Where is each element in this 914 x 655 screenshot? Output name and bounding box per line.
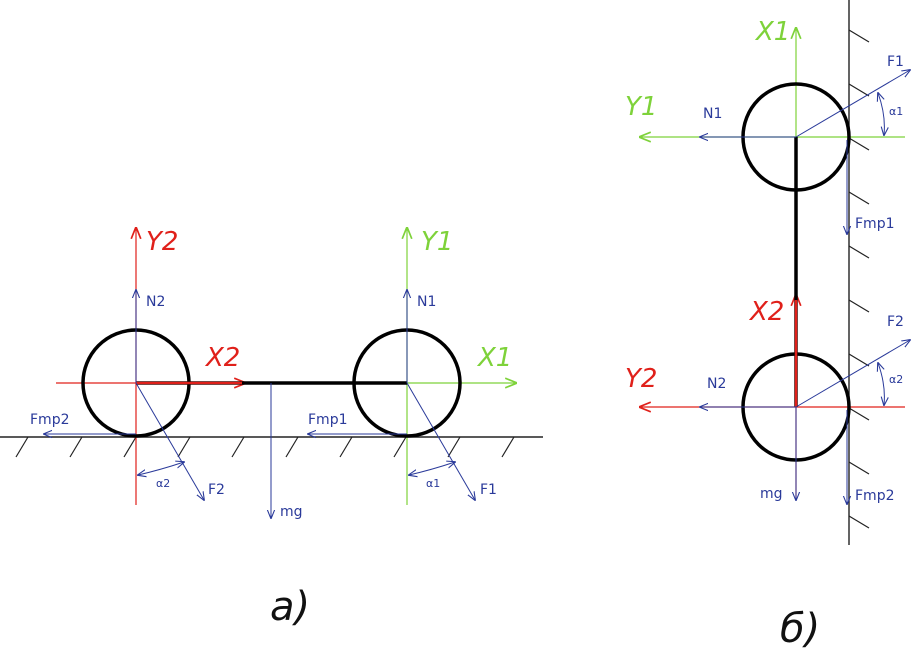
label-x2-b: X2 bbox=[748, 297, 784, 327]
diagram-b: X1 Y1 N1 F1 α1 Fmp1 X2 Y2 N2 F2 α2 Fmp2 … bbox=[625, 0, 910, 652]
caption-a: a) bbox=[270, 584, 310, 630]
label-y2-b: Y2 bbox=[625, 364, 657, 394]
diagram-a: Y2 X2 Y1 X1 N2 N1 Fmp2 Fmp1 F2 F1 α2 α1 … bbox=[0, 227, 543, 630]
label-mg-b: mg bbox=[760, 486, 783, 502]
label-ftr1-b: Fmp1 bbox=[855, 216, 894, 232]
label-n2-b: N2 bbox=[707, 376, 726, 392]
label-f2-a: F2 bbox=[208, 482, 225, 498]
label-f1-a: F1 bbox=[480, 482, 497, 498]
label-ftr1-a: Fmp1 bbox=[308, 412, 347, 428]
label-mg-a: mg bbox=[280, 504, 303, 520]
label-x2-a: X2 bbox=[204, 343, 240, 373]
label-ftr2-a: Fmp2 bbox=[30, 412, 69, 428]
label-alpha1-b: α1 bbox=[889, 105, 903, 118]
label-n1-b: N1 bbox=[703, 106, 722, 122]
label-n2-a: N2 bbox=[146, 294, 165, 310]
label-x1-a: X1 bbox=[476, 343, 512, 373]
axes-x1-y1-b bbox=[640, 28, 905, 190]
label-n1-a: N1 bbox=[417, 294, 436, 310]
label-y2-a: Y2 bbox=[146, 227, 178, 257]
forces-a bbox=[44, 290, 475, 518]
forces-b bbox=[700, 70, 910, 504]
caption-b: б) bbox=[780, 606, 820, 652]
label-ftr2-b: Fmp2 bbox=[855, 488, 894, 504]
label-alpha1-a: α1 bbox=[426, 477, 440, 490]
label-y1-a: Y1 bbox=[421, 227, 453, 257]
wall-surface-b bbox=[848, 0, 870, 545]
label-y1-b: Y1 bbox=[625, 92, 657, 122]
label-x1-b: X1 bbox=[754, 17, 790, 47]
label-alpha2-b: α2 bbox=[889, 373, 903, 386]
label-alpha2-a: α2 bbox=[156, 477, 170, 490]
label-f2-b: F2 bbox=[887, 314, 904, 330]
label-f1-b: F1 bbox=[887, 54, 904, 70]
